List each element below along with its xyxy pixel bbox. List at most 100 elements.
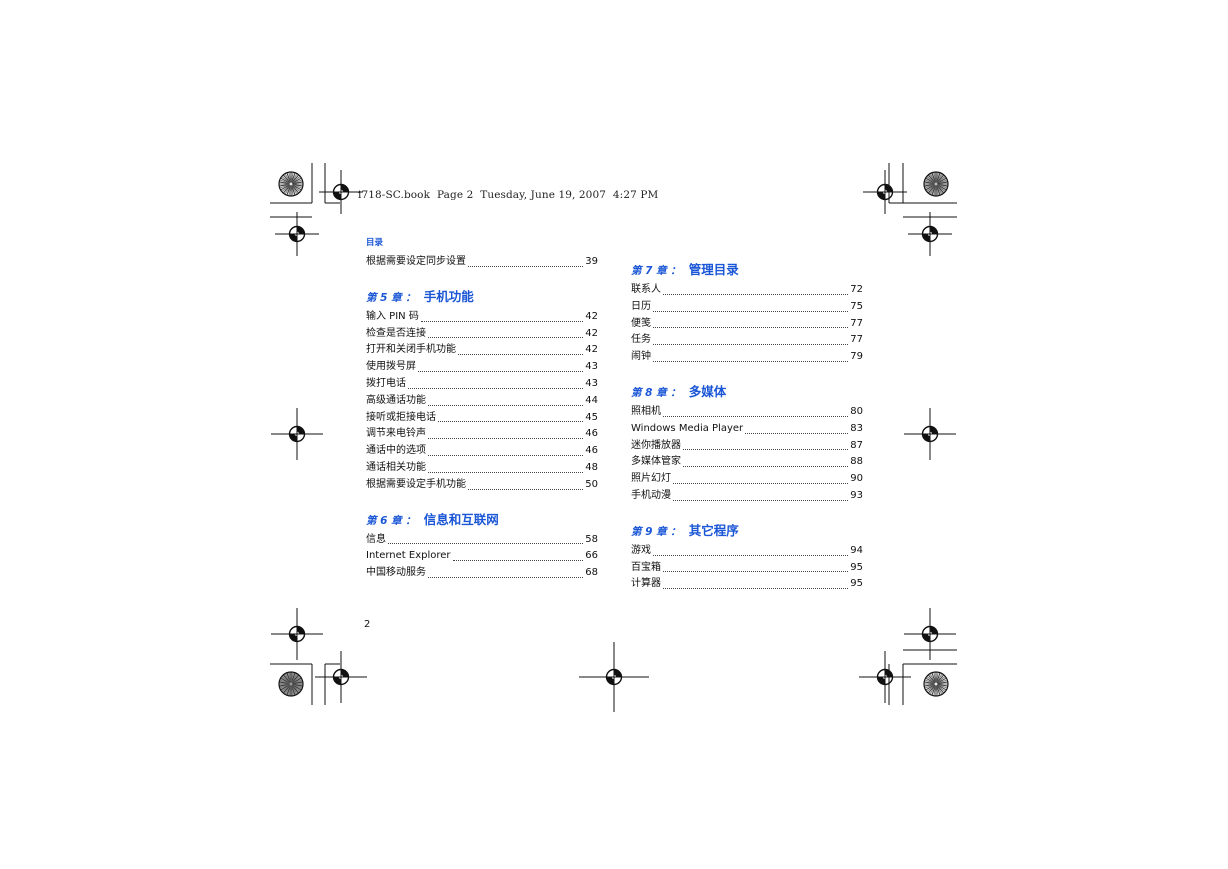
dot-leader: [663, 293, 849, 295]
dot-leader: [388, 543, 584, 545]
star-target-ray: [924, 681, 935, 685]
dot-leader: [653, 554, 849, 556]
star-target-ray: [281, 676, 291, 684]
star-target-ray: [291, 684, 301, 692]
star-target-ray: [937, 184, 947, 189]
star-target-ray: [936, 685, 943, 695]
star-target-ray: [280, 179, 290, 184]
star-target-ray: [281, 176, 291, 184]
star-target-ray: [936, 185, 941, 195]
star-target-ray: [928, 184, 936, 194]
registration-target-quadrant: [922, 234, 930, 242]
toc-entry[interactable]: 根据需要设定同步设置 39: [366, 254, 598, 271]
registration-target-quadrant: [297, 226, 305, 234]
dot-leader: [428, 404, 584, 406]
star-target-ray: [291, 185, 298, 195]
star-target-ray: [926, 176, 936, 184]
star-target-ray: [924, 683, 935, 687]
star-target-ray: [288, 672, 292, 683]
toc-entry-page: 80: [850, 405, 863, 417]
star-target-ray: [937, 681, 948, 685]
toc-entry-page: 88: [850, 456, 863, 468]
star-target-ray: [937, 684, 947, 689]
toc-entry-page: 79: [850, 351, 863, 363]
registration-target-quadrant: [930, 426, 938, 434]
star-target-ray: [931, 673, 936, 683]
star-target-ray: [292, 184, 302, 191]
dot-leader: [452, 560, 584, 562]
star-target-ray: [928, 674, 936, 684]
toc-entry-page: 45: [585, 411, 598, 423]
star-target-ray: [936, 176, 946, 184]
star-target-ray: [290, 685, 294, 696]
dot-leader: [468, 488, 584, 490]
chapter-title: 其它程序: [688, 522, 739, 538]
star-target-ray: [933, 172, 937, 183]
chapter-title: 手机功能: [423, 288, 474, 304]
dot-leader: [428, 337, 584, 339]
star-target-ray: [929, 685, 936, 695]
chapter-heading: 第 5 章 ：手机功能: [366, 281, 598, 309]
registration-target-quadrant: [885, 184, 893, 192]
star-target-ray: [937, 679, 947, 684]
toc-entry-page: 42: [585, 344, 598, 356]
toc-entry-name: 根据需要设定同步设置: [366, 256, 466, 267]
dot-leader: [663, 571, 849, 573]
star-target-ray: [925, 684, 935, 689]
star-target-ray: [936, 173, 941, 183]
star-target-ray: [926, 684, 936, 692]
print-header-line: i718-SC.book Page 2 Tuesday, June 19, 20…: [358, 189, 659, 201]
star-target-ray: [931, 185, 936, 195]
star-target-ray: [291, 184, 299, 194]
star-target-ray: [925, 679, 935, 684]
registration-target-quadrant: [289, 234, 297, 242]
star-target-ray: [926, 184, 936, 192]
toc-entry-name: 游戏: [631, 544, 651, 556]
toc-entry-name: 信息: [366, 533, 386, 545]
star-target-ray: [291, 174, 299, 184]
star-target-ray: [928, 684, 936, 694]
registration-target-quadrant: [341, 669, 349, 677]
star-target-ray: [283, 184, 291, 194]
registration-target-quadrant: [333, 192, 341, 200]
star-target-ray: [292, 179, 302, 184]
star-target-ray: [286, 685, 291, 695]
chapter-heading: 第 9 章 ：其它程序: [631, 515, 863, 543]
star-target-ray: [925, 179, 935, 184]
star-target-ray: [936, 174, 944, 184]
toc-entry-page: 93: [850, 489, 863, 501]
dot-leader: [420, 320, 584, 322]
dot-leader: [663, 588, 849, 590]
star-target-ray: [292, 677, 302, 684]
